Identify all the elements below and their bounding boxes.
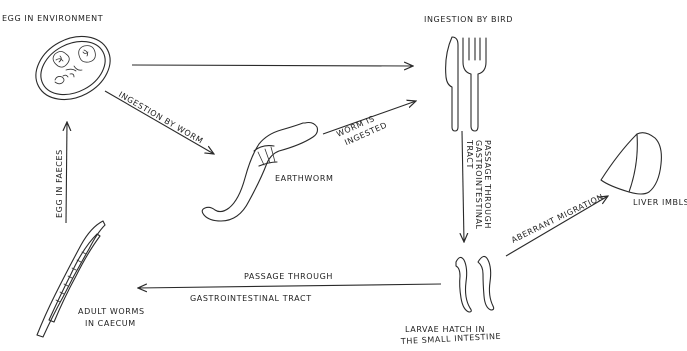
- label-ingestion-by-worm: INGESTION BY WORM: [117, 90, 205, 146]
- earthworm-icon: [202, 123, 317, 222]
- label-passage-v1: PASSAGE THROUGH: [483, 140, 492, 229]
- label-adult-1: ADULT WORMS: [78, 307, 145, 316]
- label-earthworm: EARTHWORM: [275, 174, 333, 183]
- egg-icon: [25, 24, 121, 112]
- label-passage-v3: TRACT: [465, 139, 474, 169]
- label-passage-v2: GASTROINTESTINAL: [474, 140, 483, 230]
- label-aberrant-migration: ABERRANT MIGRATION: [510, 192, 605, 245]
- label-egg-in-faeces: EGG IN FAECES: [55, 149, 64, 218]
- knife-fork-icon: [446, 37, 486, 131]
- label-passage-h2: GASTROINTESTINAL TRACT: [190, 294, 312, 303]
- arrow-adult-to-egg: [66, 122, 67, 223]
- label-liver: LIVER IMBLS: [633, 198, 687, 207]
- label-egg-in-environment: EGG IN ENVIRONMENT: [2, 14, 103, 23]
- label-ingestion-by-bird: INGESTION BY BIRD: [424, 15, 513, 24]
- arrow-larvae-to-adult: [138, 284, 441, 288]
- liver-icon: [601, 133, 661, 194]
- label-adult-2: IN CAECUM: [85, 319, 136, 328]
- arrow-bird-to-larvae: [462, 131, 464, 242]
- label-passage-h1: PASSAGE THROUGH: [244, 272, 333, 281]
- label-worm-is-ingested: WORM IS INGESTED: [335, 110, 388, 148]
- arrow-egg-to-bird: [132, 65, 413, 66]
- label-passage-vertical: PASSAGE THROUGH GASTROINTESTINAL TRACT: [465, 139, 492, 230]
- larvae-icon: [456, 256, 494, 312]
- arrow-egg-to-earthworm: [105, 91, 214, 154]
